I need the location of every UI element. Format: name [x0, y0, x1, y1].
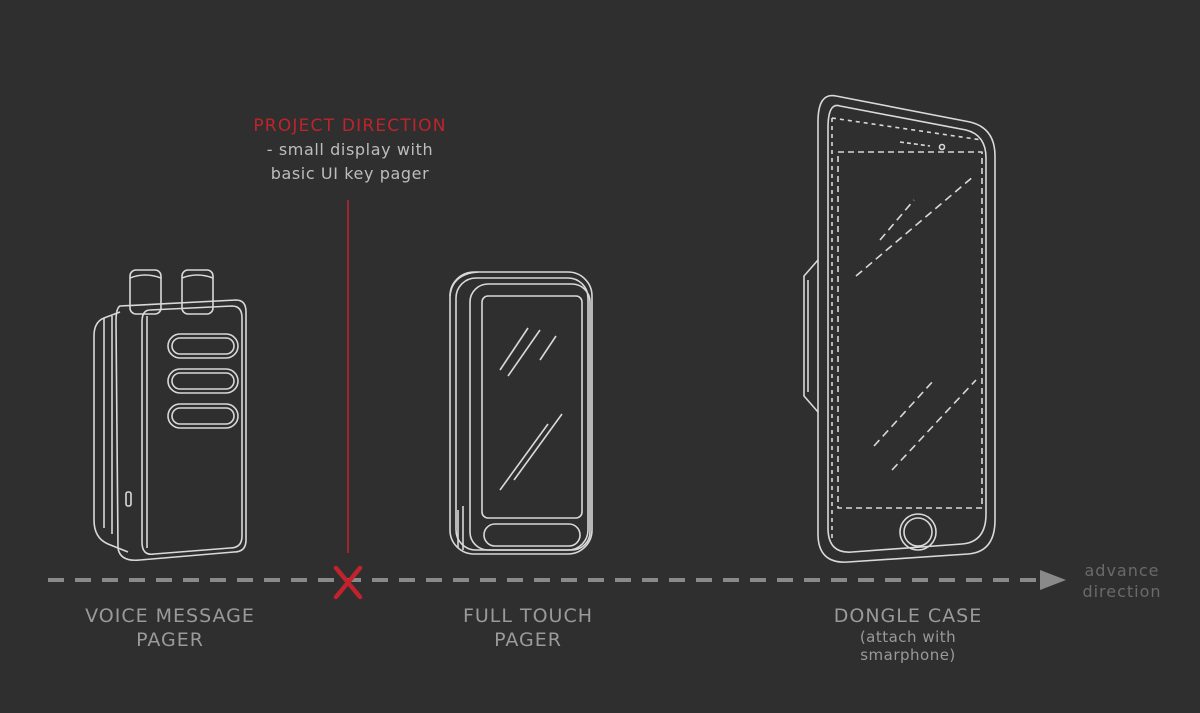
advance-direction-line1: advance — [1084, 561, 1160, 580]
touch-pager-label-line1: FULL TOUCH — [462, 605, 594, 627]
touch-pager-sketch — [449, 271, 593, 555]
dongle-case-label-line1: DONGLE CASE — [833, 605, 983, 627]
project-direction-line1: - small display with — [266, 140, 434, 159]
dongle-case-note-line2: smarphone) — [860, 646, 956, 664]
touch-pager-label-line2: PAGER — [494, 629, 562, 651]
project-direction-line2: basic UI key pager — [270, 164, 430, 183]
project-position-x-icon — [333, 565, 363, 600]
touch-pager-label: FULL TOUCH PAGER — [428, 604, 628, 652]
project-direction-note: PROJECT DIRECTION - small display with b… — [230, 114, 470, 186]
advance-direction-label: advance direction — [1062, 560, 1182, 602]
advance-axis — [48, 570, 1066, 590]
voice-pager-label-line2: PAGER — [136, 629, 204, 651]
dongle-case-note-line1: (attach with — [859, 628, 957, 646]
dongle-case-sketch — [803, 94, 996, 563]
advance-direction-line2: direction — [1082, 582, 1162, 601]
dongle-case-label: DONGLE CASE (attach with smarphone) — [808, 604, 1008, 664]
voice-pager-sketch — [93, 269, 247, 562]
voice-pager-label: VOICE MESSAGE PAGER — [70, 604, 270, 652]
voice-pager-label-line1: VOICE MESSAGE — [85, 605, 255, 627]
arrowhead-icon — [1040, 570, 1066, 590]
project-direction-title: PROJECT DIRECTION — [253, 116, 447, 136]
